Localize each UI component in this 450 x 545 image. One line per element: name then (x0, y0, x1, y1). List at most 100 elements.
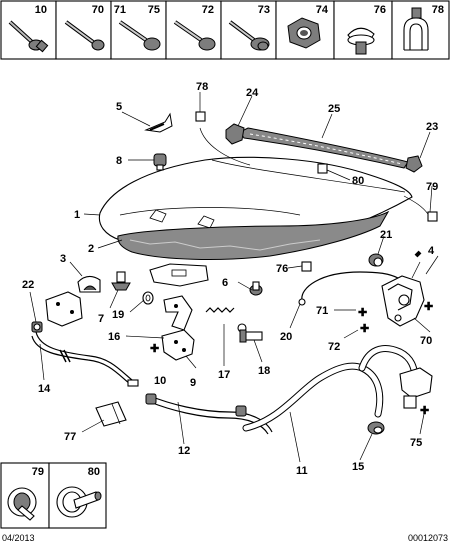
callout-18: 18 (258, 365, 270, 377)
fastener-mark: ✚ (358, 307, 367, 319)
hex-nut-icon (287, 17, 321, 49)
spring[interactable] (205, 307, 247, 333)
callout-3: 3 (60, 253, 66, 265)
inset-box-79[interactable]: 79 (0, 462, 50, 529)
fastener-mark: ✚ (424, 301, 433, 313)
washer-connector[interactable] (399, 367, 433, 409)
safety-catch[interactable] (163, 295, 193, 331)
lock-bolt[interactable] (239, 329, 263, 343)
part-box-71-75[interactable]: 71 75 (110, 0, 167, 60)
seal-end-piece-left[interactable] (225, 123, 245, 145)
part-number: 76 (374, 4, 386, 16)
callout-2: 2 (88, 243, 94, 255)
lock-mechanism[interactable] (161, 329, 195, 361)
svg-text:✚: ✚ (360, 323, 369, 335)
clip-right[interactable] (368, 253, 384, 267)
part-number: 70 (92, 4, 104, 16)
fastener-mark: ✚ (360, 323, 369, 335)
washer-tube[interactable] (242, 345, 420, 432)
part-number: 73 (258, 4, 270, 16)
emblem-badge[interactable] (144, 112, 173, 133)
body-clip[interactable] (95, 401, 127, 427)
rubber-buffer[interactable] (111, 271, 131, 291)
callout-21: 21 (380, 229, 392, 241)
washer[interactable] (142, 291, 154, 305)
leader-lines (29, 92, 439, 463)
screw-with-washer-icon (228, 20, 270, 51)
part-box-10[interactable]: 10 (0, 0, 57, 60)
flange-screw-icon (118, 20, 161, 51)
part-number: 72 (202, 4, 214, 16)
ref-box (317, 163, 328, 174)
callout-10: 10 (154, 375, 166, 387)
part-box-74[interactable]: 74 (275, 0, 335, 60)
part-number: 10 (35, 4, 47, 16)
inset-box-80[interactable]: 80 (48, 462, 107, 529)
callout-6: 6 (222, 277, 228, 289)
callout-11: 11 (296, 465, 308, 477)
callout-7: 7 (98, 313, 104, 325)
callout-17: 17 (218, 369, 230, 381)
callout-14: 14 (38, 383, 51, 395)
cable-end-clip[interactable] (31, 321, 43, 333)
cable-clip-icon (403, 7, 429, 51)
seal-end-piece-right[interactable] (405, 155, 423, 173)
callout-24: 24 (246, 87, 259, 99)
striker-plate[interactable] (149, 263, 209, 287)
part-box-78[interactable]: 78 (391, 0, 450, 60)
callout-71: 71 (316, 305, 328, 317)
callout-72: 72 (328, 341, 340, 353)
callout-12: 12 (178, 445, 190, 457)
callout-76: 76 (276, 263, 288, 275)
part-box-73[interactable]: 73 (220, 0, 277, 60)
callout-80: 80 (352, 175, 364, 187)
callout-9: 9 (190, 377, 196, 389)
fastener-mark: ✚ (420, 405, 429, 417)
ref-box (427, 211, 438, 222)
screw-icon (64, 20, 105, 51)
callout-8: 8 (116, 155, 122, 167)
lock-bracket-plate[interactable] (45, 291, 83, 327)
fastener-strip: 10 70 71 75 (0, 0, 450, 60)
callout-77: 77 (64, 431, 76, 443)
callout-75: 75 (410, 437, 422, 449)
callout-1: 1 (74, 209, 80, 221)
part-box-72[interactable]: 72 (165, 0, 222, 60)
push-rivet-icon (56, 486, 102, 518)
part-box-70[interactable]: 70 (55, 0, 112, 60)
part-number: 78 (432, 4, 444, 16)
svg-text:✚: ✚ (424, 301, 433, 313)
ref-box (195, 111, 206, 122)
part-box-76[interactable]: 76 (333, 0, 393, 60)
part-number: 74 (316, 4, 329, 16)
tube-clip[interactable] (367, 421, 385, 435)
ref-box (301, 261, 312, 272)
hood-release-assembly[interactable] (381, 250, 425, 327)
part-number: 71 (114, 4, 126, 16)
callout-79: 79 (426, 181, 438, 193)
callout-5: 5 (116, 101, 122, 113)
clip-icon (347, 27, 375, 55)
release-cable-20[interactable] (298, 271, 399, 306)
release-cable-14[interactable] (31, 331, 139, 387)
fixing-stud[interactable] (249, 281, 263, 296)
part-number: 75 (148, 4, 160, 16)
callout-16: 16 (108, 331, 120, 343)
svg-text:✚: ✚ (358, 307, 367, 319)
part-number: 80 (88, 466, 100, 478)
bolt-with-washer-icon (8, 20, 49, 53)
callout-23: 23 (426, 121, 438, 133)
callout-22: 22 (22, 279, 34, 291)
stop-clip[interactable] (77, 275, 101, 293)
callout-19: 19 (112, 309, 124, 321)
svg-text:✚: ✚ (150, 343, 159, 355)
insulation-pad[interactable] (117, 210, 390, 260)
seal-strip[interactable] (239, 127, 409, 169)
callout-78: 78 (196, 81, 208, 93)
grommet[interactable] (153, 153, 167, 171)
flange-screw-icon (173, 20, 216, 51)
callout-25: 25 (328, 103, 340, 115)
svg-text:✚: ✚ (420, 405, 429, 417)
fastener-mark: ✚ (150, 343, 159, 355)
